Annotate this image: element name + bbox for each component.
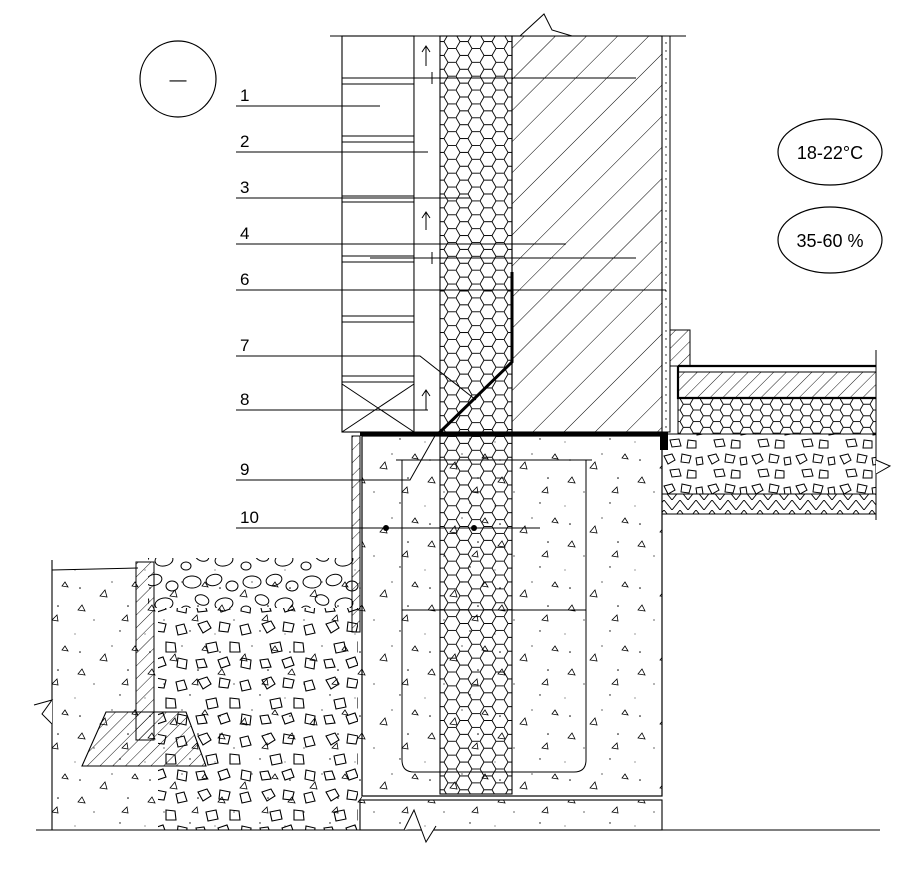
temperature-badge: 18-22°C [777, 118, 883, 186]
callout-8: 8 [236, 390, 428, 411]
label-6: 6 [240, 270, 249, 289]
label-10: 10 [240, 508, 259, 527]
section-symbol: — [139, 40, 217, 118]
callout-3: 3 [236, 178, 470, 199]
humidity-text: 35-60 % [796, 231, 863, 251]
label-1: 1 [240, 86, 249, 105]
label-3: 3 [240, 178, 249, 197]
callout-1: 1 [236, 86, 380, 107]
humidity-badge: 35-60 % [777, 206, 883, 274]
base-slab [36, 799, 880, 844]
callout-10: 10 [236, 508, 540, 529]
callout-4: 4 [236, 224, 566, 245]
perimeter-insulation [439, 435, 513, 795]
callout-9: 9 [236, 433, 437, 481]
interior-floor [661, 329, 892, 520]
callout-7: 7 [236, 336, 477, 401]
label-9: 9 [240, 460, 249, 479]
callout-6: 6 [236, 270, 666, 291]
section-symbol-mark: — [170, 70, 187, 89]
temperature-text: 18-22°C [797, 143, 863, 163]
label-7: 7 [240, 336, 249, 355]
exterior-ground [33, 558, 362, 830]
label-2: 2 [240, 132, 249, 151]
callout-2: 2 [236, 132, 428, 153]
upper-wall [330, 13, 686, 433]
label-8: 8 [240, 390, 249, 409]
label-4: 4 [240, 224, 249, 243]
